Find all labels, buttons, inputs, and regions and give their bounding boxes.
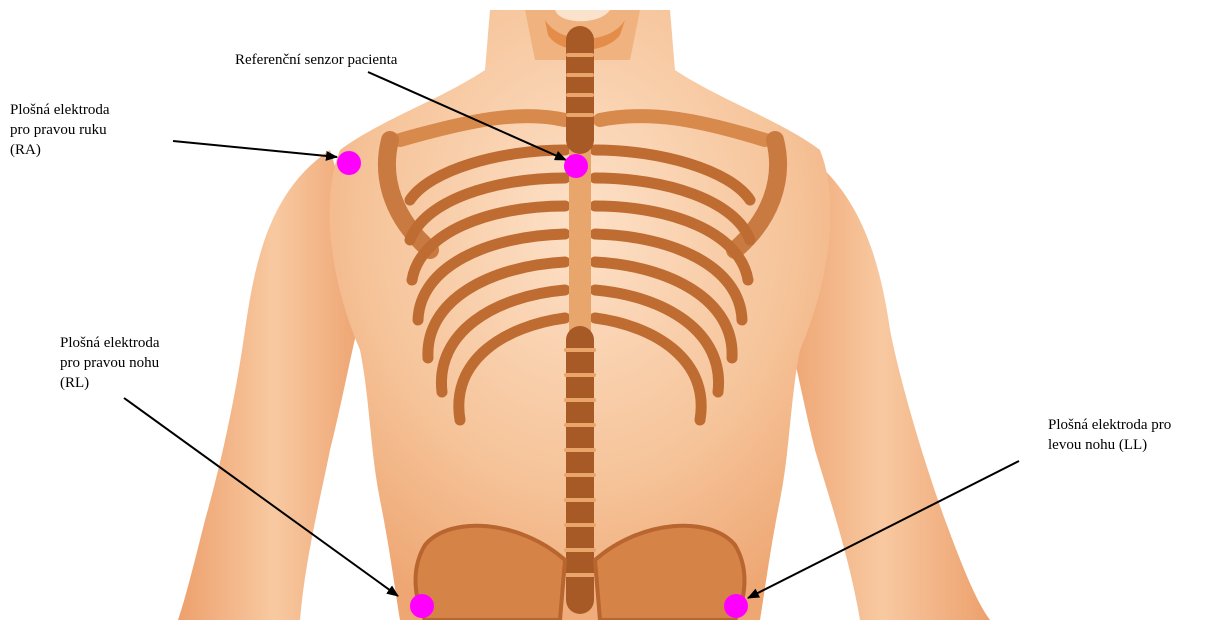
label-right-arm-line3: (RA) [10, 140, 110, 160]
electrode-ll [724, 594, 748, 618]
label-right-arm: Plošná elektroda pro pravou ruku (RA) [10, 100, 110, 160]
label-left-leg-line1: Plošná elektroda pro [1048, 415, 1171, 435]
electrode-ra [337, 151, 361, 175]
label-reference-sensor-text: Referenční senzor pacienta [235, 50, 397, 70]
electrode-reference [564, 154, 588, 178]
arrow-right-arm [173, 141, 337, 157]
label-right-leg-line3: (RL) [60, 373, 160, 393]
label-left-leg: Plošná elektroda pro levou nohu (LL) [1048, 415, 1171, 455]
label-reference-sensor: Referenční senzor pacienta [235, 50, 397, 70]
label-right-arm-line2: pro pravou ruku [10, 120, 110, 140]
label-right-arm-line1: Plošná elektroda [10, 100, 110, 120]
label-right-leg-line1: Plošná elektroda [60, 333, 160, 353]
electrode-rl [410, 594, 434, 618]
label-right-leg-line2: pro pravou nohu [60, 353, 160, 373]
label-left-leg-line2: levou nohu (LL) [1048, 435, 1171, 455]
label-right-leg: Plošná elektroda pro pravou nohu (RL) [60, 333, 160, 393]
